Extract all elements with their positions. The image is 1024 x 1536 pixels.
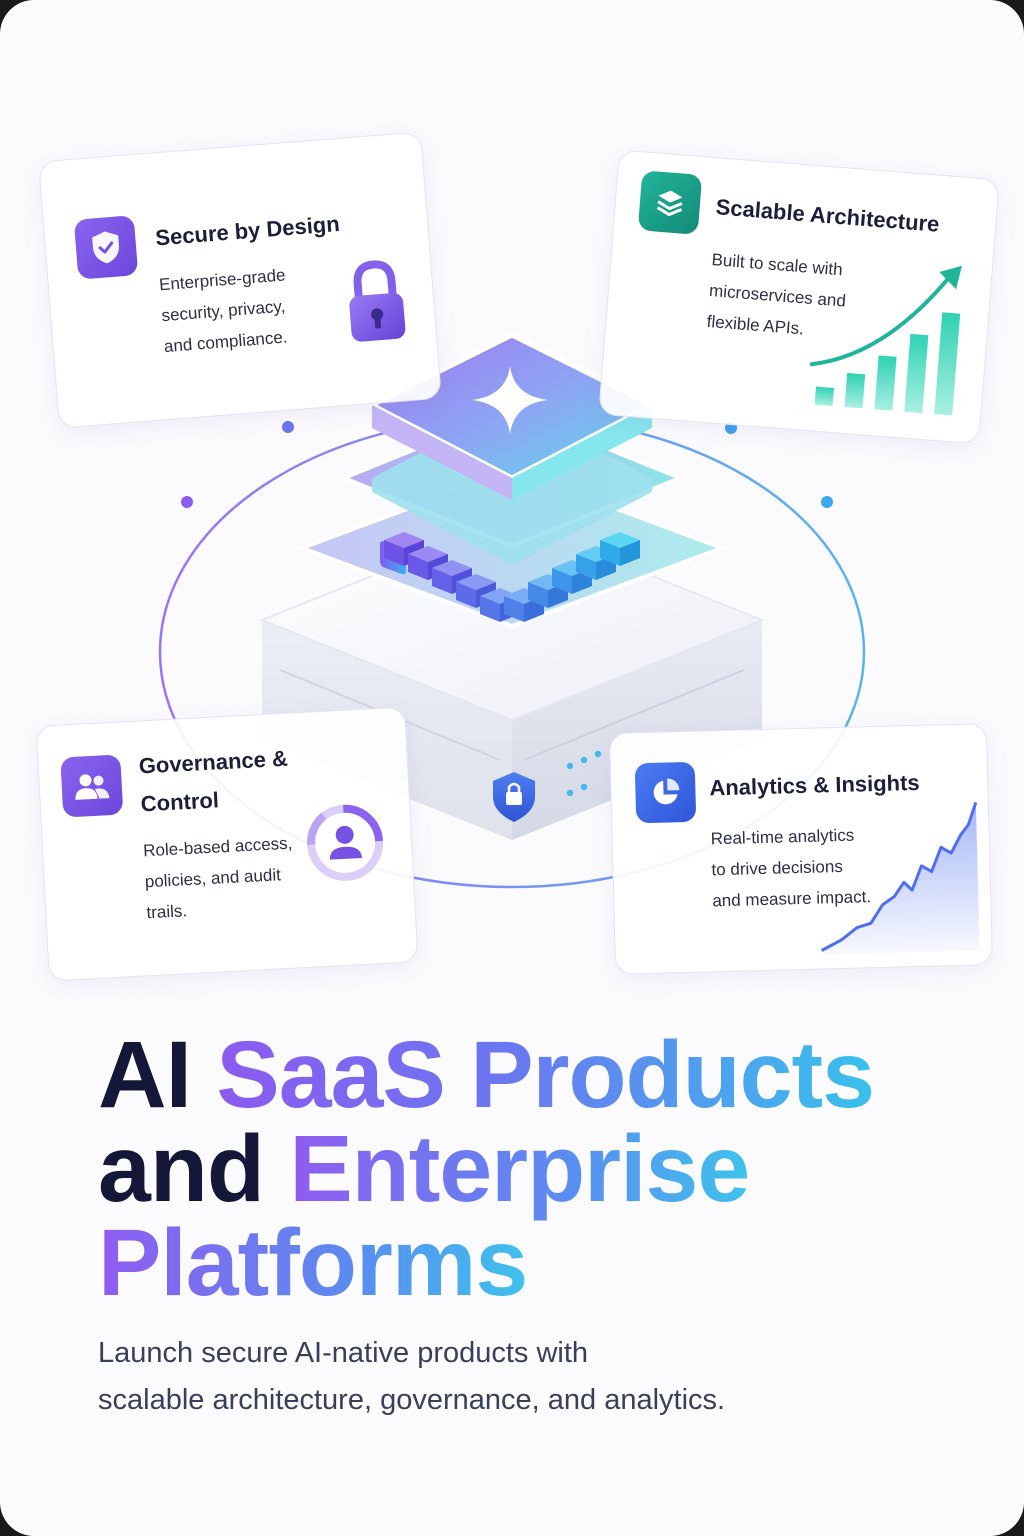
headline-line-2: and Enterprise: [98, 1116, 750, 1222]
card-scalable: Scalable Architecture Built to scale wit…: [598, 149, 1000, 445]
card-governance-title: Governance & Control: [138, 745, 289, 817]
card-scalable-title: Scalable Architecture: [714, 194, 941, 237]
subtitle: Launch secure AI-native products with sc…: [98, 1337, 726, 1416]
pie-chart-icon: [634, 761, 697, 824]
area-chart-icon: [820, 801, 980, 955]
shield-check-icon: [73, 215, 139, 280]
headline-line-3: Platforms: [98, 1210, 528, 1316]
card-secure-title: Secure by Design: [154, 211, 341, 251]
card-governance-desc: Role-based access, policies, and audit t…: [142, 833, 293, 923]
card-secure: Secure by Design Enterprise-grade securi…: [38, 131, 442, 429]
growth-chart-icon: [809, 265, 962, 416]
padlock-icon: [349, 260, 406, 342]
headline: AI SaaS Products and Enterprise Platform…: [98, 1022, 978, 1316]
platform-illustration: [158, 335, 866, 889]
card-secure-desc: Enterprise-grade security, privacy, and …: [158, 265, 289, 357]
card-governance: Governance & Control Role-based access, …: [35, 706, 419, 982]
users-icon: [60, 754, 124, 818]
card-analytics: Analytics & Insights Real-time analytics…: [608, 723, 994, 975]
headline-line-1: AI SaaS Products: [98, 1022, 875, 1128]
user-circle-icon: [307, 804, 384, 881]
layers-icon: [637, 170, 703, 235]
